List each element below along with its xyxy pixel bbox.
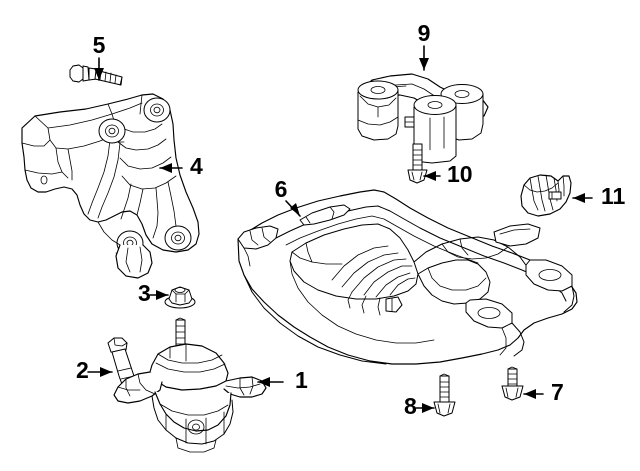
callout-number: 7 <box>551 379 564 405</box>
callout-11: 11 <box>572 183 626 209</box>
callout-number: 4 <box>190 153 203 179</box>
callout-number: 9 <box>418 20 431 46</box>
callout-number: 2 <box>76 357 89 383</box>
part-transmission-crossmember <box>237 189 578 365</box>
callout-number: 5 <box>93 32 106 58</box>
part-crossmember-bolt-short <box>501 366 524 401</box>
callout-number: 11 <box>601 183 626 209</box>
callout-3: 3 <box>138 280 169 306</box>
callout-arrowhead <box>100 367 112 377</box>
callout-5: 5 <box>93 32 106 81</box>
callout-number: 8 <box>404 393 417 419</box>
callout-arrowhead <box>424 171 436 181</box>
part-flange-nut <box>164 286 196 309</box>
callout-number: 6 <box>275 176 288 202</box>
callout-4: 4 <box>159 153 203 179</box>
callout-arrowhead <box>419 58 429 70</box>
part-transmission-mount-bracket <box>357 73 489 164</box>
callout-9: 9 <box>418 20 431 71</box>
callout-arrowhead <box>524 389 536 399</box>
callout-arrowhead <box>290 203 300 216</box>
part-engine-mount-bracket <box>21 93 200 279</box>
part-engine-mount <box>113 317 267 453</box>
part-transmission-mount-bolt <box>407 143 428 184</box>
part-transmission-mount-insulator <box>520 174 572 217</box>
callout-number: 10 <box>447 161 473 187</box>
callout-arrowhead <box>422 403 434 413</box>
callout-1: 1 <box>257 367 308 393</box>
callout-6: 6 <box>275 176 301 217</box>
callout-2: 2 <box>76 357 113 383</box>
callout-arrowhead <box>94 68 104 80</box>
callout-arrowhead <box>156 290 168 300</box>
callout-arrowhead <box>160 163 172 173</box>
callout-arrowhead <box>258 377 270 387</box>
callout-number: 1 <box>295 367 308 393</box>
callout-layer: 1 2 3 4 5 6 7 8 9 10 11 <box>76 20 626 419</box>
callout-10: 10 <box>423 161 473 187</box>
callout-arrowhead <box>573 193 585 203</box>
callout-7: 7 <box>523 379 564 405</box>
part-crossmember-bolt-long <box>433 373 456 417</box>
callout-8: 8 <box>404 393 435 419</box>
callout-number: 3 <box>138 280 151 306</box>
